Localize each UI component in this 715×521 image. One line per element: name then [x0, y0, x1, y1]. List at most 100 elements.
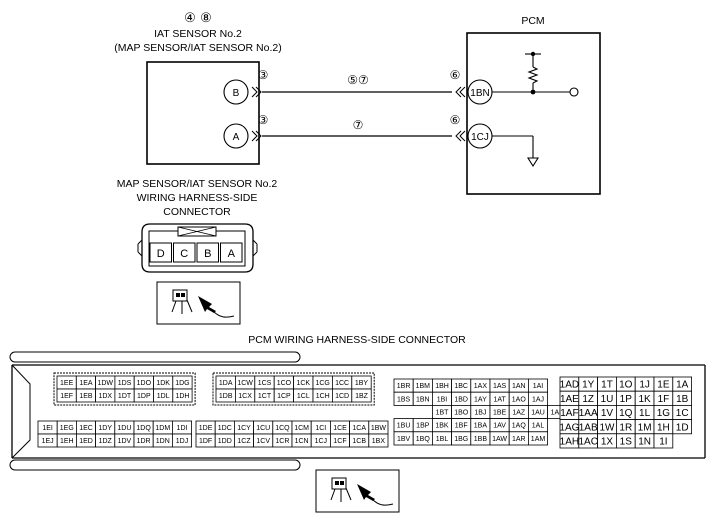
pin-label: 1S: [620, 437, 633, 448]
pin-label: 1DA: [219, 380, 233, 387]
pcm-connector-mark-lower: [455, 130, 466, 142]
pin-cell: [172, 388, 193, 403]
pcm-pin-1bn-label: 1BN: [470, 88, 489, 99]
pin-label: 1R: [619, 422, 632, 433]
sensor-connector-pin-label: D: [157, 248, 165, 260]
pin-label: 1W: [600, 422, 616, 433]
pin-label: 1AQ: [512, 423, 527, 430]
pin-label: 1DL: [157, 393, 170, 400]
pin-label: 1G: [657, 408, 671, 419]
pin-label: 1DE: [199, 425, 213, 432]
pin-label: 1CV: [256, 438, 270, 445]
pin-label: 1AX: [474, 383, 488, 390]
pcm-title: PCM: [521, 15, 544, 27]
pcm-connector-mark-upper: [455, 86, 466, 98]
pin-label: 1BQ: [416, 436, 431, 443]
pin-label: 1AJ: [532, 396, 544, 403]
pin-label: 1Y: [582, 380, 595, 391]
pin-label: 1AU: [531, 410, 545, 417]
pin-label: 1AC: [578, 437, 597, 448]
pin-label: 1CI: [315, 425, 326, 432]
pin-label: 1K: [638, 394, 651, 405]
pin-label: 1DR: [137, 438, 151, 445]
pin-label: 1AF: [560, 408, 578, 419]
pin-label: 1CK: [296, 380, 310, 387]
pin-label: 1DD: [218, 438, 232, 445]
pin-label: 1AP: [551, 410, 565, 417]
pin-label: 1EC: [79, 425, 93, 432]
sensor-pin-a: [223, 123, 249, 149]
sensor-connector-mark-upper: [251, 86, 262, 98]
pin-label: 1CP: [277, 393, 291, 400]
sensor-ref-1: ④: [184, 10, 196, 25]
sensor-connector-pin-cell: [173, 242, 196, 263]
pin-label: 1Q: [619, 408, 633, 419]
wire-lower-ref: ⑦: [353, 118, 364, 132]
sensor-connector-pin-label: A: [228, 248, 236, 260]
pin-cell: [672, 419, 692, 435]
pin-label: 1CH: [316, 393, 330, 400]
ground-icon: [527, 157, 539, 168]
pin-label: 1AL: [532, 423, 545, 430]
pin-label: 1DT: [118, 393, 132, 400]
pin-label: 1AZ: [512, 410, 526, 417]
pin-label: 1EA: [79, 380, 93, 387]
pin-label: 1BU: [397, 423, 411, 430]
pin-label: 1BG: [454, 436, 468, 443]
pin-label: 1BF: [455, 423, 468, 430]
pin-label: 1AR: [512, 436, 526, 443]
pin-label: 1AV: [493, 423, 506, 430]
pin-label: 1EF: [60, 393, 73, 400]
pin-label: 1BS: [397, 396, 411, 403]
pin-label: 1DK: [156, 380, 170, 387]
pin-cell: [171, 433, 192, 448]
pin-label: 1DF: [199, 438, 212, 445]
pin-label: 1AH: [560, 437, 579, 448]
pin-label: 1DV: [118, 438, 132, 445]
pin-label: 1BJ: [474, 410, 486, 417]
sensor-pin-b: [223, 79, 249, 105]
pin-label: 1DP: [137, 393, 151, 400]
pcm-pin-1cj-ref: ⑥: [450, 113, 461, 127]
pin-label: 1DY: [98, 425, 112, 432]
pin-label: 1AA: [579, 408, 598, 419]
pin-label: 1CZ: [237, 438, 251, 445]
pin-label: 1E: [657, 380, 670, 391]
pin-cell: [351, 388, 372, 403]
pin-label: 1DW: [97, 380, 113, 387]
pin-label: 1CY: [237, 425, 251, 432]
pin-label: 1BR: [397, 383, 411, 390]
pin-label: 1CJ: [315, 438, 327, 445]
pin-label: 1EE: [60, 380, 74, 387]
pin-label: 1BV: [397, 436, 411, 443]
sensor-ref-2: ⑧: [200, 10, 212, 25]
pin-label: 1CR: [275, 438, 289, 445]
pin-label: 1N: [638, 437, 651, 448]
pcm-pin-1bn-ref: ⑥: [450, 68, 461, 82]
sensor-connector-caption-line3: CONNECTOR: [163, 206, 231, 218]
pin-label: 1DI: [177, 425, 188, 432]
resistor-icon: [527, 66, 539, 84]
sensor-connector-mark-lower: [251, 130, 262, 142]
sensor-pin-b-label: B: [233, 88, 240, 99]
pin-label: 1BY: [355, 380, 369, 387]
pin-label: 1CO: [277, 380, 292, 387]
pin-label: 1V: [601, 408, 614, 419]
sensor-title-line2: (MAP SENSOR/IAT SENSOR No.2): [114, 42, 281, 54]
pcm-connector-pictogram-icon: [315, 469, 400, 513]
pin-label: 1CQ: [275, 425, 290, 432]
pin-label: 1X: [601, 437, 614, 448]
pin-label: 1M: [638, 422, 652, 433]
pin-label: 1EJ: [42, 438, 54, 445]
pin-label: 1DC: [218, 425, 232, 432]
pin-label: 1DB: [219, 393, 233, 400]
pin-label: 1CU: [256, 425, 270, 432]
pin-label: 1P: [620, 394, 633, 405]
pin-label: 1BT: [436, 410, 450, 417]
pin-label: 1DQ: [136, 425, 151, 432]
pin-label: 1D: [676, 422, 689, 433]
pin-label: 1BL: [436, 436, 449, 443]
pin-label: 1DX: [98, 393, 112, 400]
